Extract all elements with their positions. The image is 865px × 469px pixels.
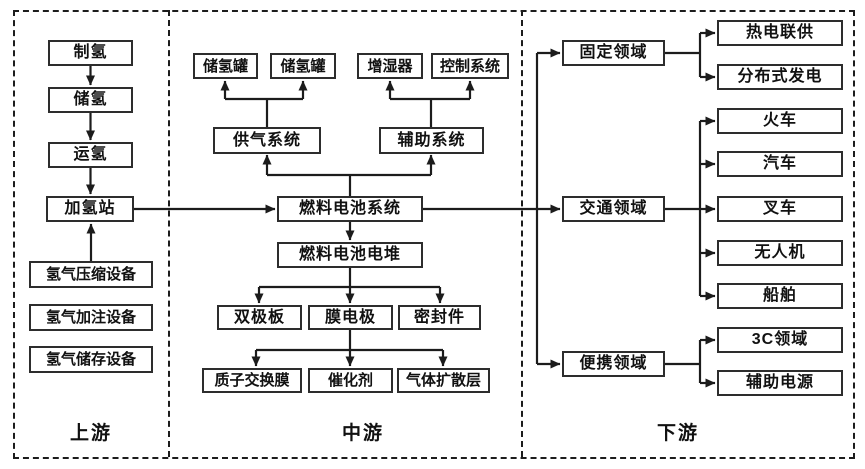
section-label-midstream: 中游	[341, 423, 384, 444]
upstream-chain-arrows	[86, 66, 96, 261]
node-hydrogen-transport: 运氢	[48, 142, 133, 168]
node-hydrogen-storage: 储氢	[48, 87, 133, 113]
node-hydrogen-tank-2: 储氢罐	[270, 53, 336, 79]
node-3c-field: 3C领域	[717, 327, 843, 353]
node-proton-exchange-membrane: 质子交换膜	[202, 368, 302, 393]
node-train: 火车	[717, 108, 843, 134]
node-compression-equipment: 氢气压缩设备	[29, 261, 153, 288]
node-humidifier: 增湿器	[357, 53, 423, 79]
node-auxiliary-power: 辅助电源	[717, 370, 843, 396]
transport-branch	[665, 116, 716, 301]
node-stationary-field: 固定领域	[562, 40, 665, 66]
portable-branch	[665, 335, 716, 388]
node-portable-field: 便携领域	[562, 351, 665, 377]
node-fuel-cell-stack: 燃料电池电堆	[277, 242, 423, 268]
node-filling-equipment: 氢气加注设备	[29, 304, 153, 331]
node-gas-diffusion-layer: 气体扩散层	[397, 368, 490, 393]
node-hydrogen-production: 制氢	[48, 40, 133, 66]
node-auxiliary-system: 辅助系统	[379, 127, 484, 154]
node-chp: 热电联供	[717, 20, 843, 46]
node-automobile: 汽车	[717, 151, 843, 177]
section-label-downstream: 下游	[656, 423, 699, 444]
node-hydrogen-tank-1: 储氢罐	[193, 53, 258, 79]
main-trunk-arrows	[134, 48, 561, 369]
node-transport-field: 交通领域	[562, 196, 665, 222]
mea-components-branch	[251, 330, 448, 367]
gas-supply-branch	[220, 80, 308, 127]
node-refueling-station: 加氢站	[46, 196, 134, 222]
node-seal: 密封件	[398, 305, 481, 330]
node-distributed-generation: 分布式发电	[717, 64, 843, 90]
auxiliary-branch	[385, 80, 475, 127]
section-label-upstream: 上游	[69, 423, 112, 444]
node-control-system: 控制系统	[431, 53, 509, 79]
node-forklift: 叉车	[717, 196, 843, 222]
node-membrane-electrode: 膜电极	[308, 305, 393, 330]
stack-components-branch	[254, 268, 445, 304]
stationary-branch	[665, 28, 716, 82]
node-ship: 船舶	[717, 283, 843, 309]
node-catalyst: 催化剂	[308, 368, 393, 393]
node-storage-equipment: 氢气储存设备	[29, 346, 153, 373]
node-gas-supply-system: 供气系统	[213, 127, 321, 154]
system-up-branch	[262, 154, 436, 196]
node-fuel-cell-system: 燃料电池系统	[277, 196, 423, 222]
node-drone: 无人机	[717, 240, 843, 266]
node-bipolar-plate: 双极板	[217, 305, 302, 330]
